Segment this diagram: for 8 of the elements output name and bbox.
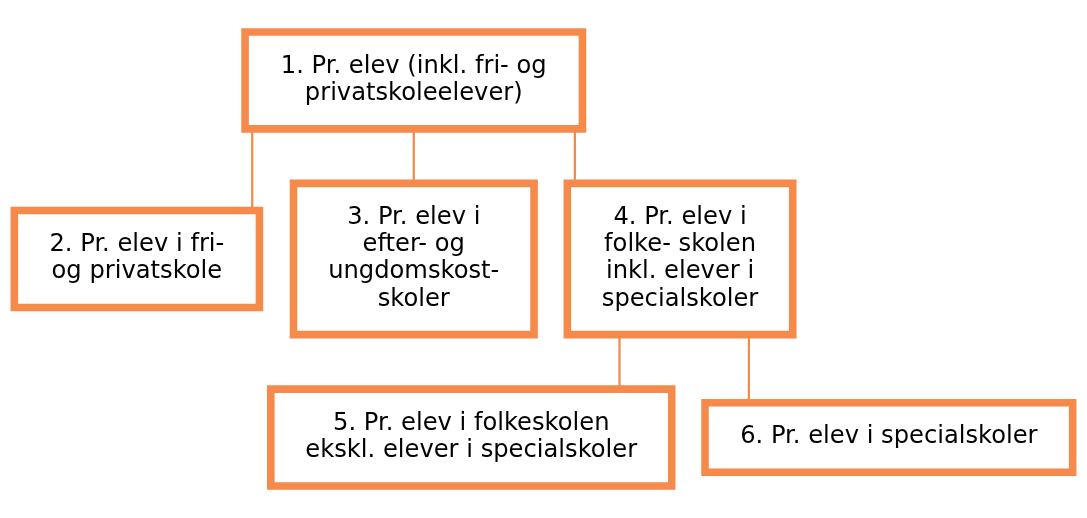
connector bbox=[412, 129, 415, 183]
node-box: 4. Pr. elev i folke- skolen inkl. elever i specialskoler bbox=[563, 179, 797, 339]
node-box: 1. Pr. elev (inkl. fri- og privatskoleelever) bbox=[241, 28, 587, 133]
node-box: 3. Pr. elev i efter- og ungdomskost- skoler bbox=[289, 179, 538, 339]
node-box: 5. Pr. elev i folkeskolen ekskl. elever i specialskoler bbox=[267, 385, 676, 490]
node-box: 2. Pr. elev i fri- og privatskole bbox=[10, 206, 264, 312]
node-box: 6. Pr. elev i specialskoler bbox=[701, 398, 1077, 477]
connector bbox=[573, 129, 577, 183]
